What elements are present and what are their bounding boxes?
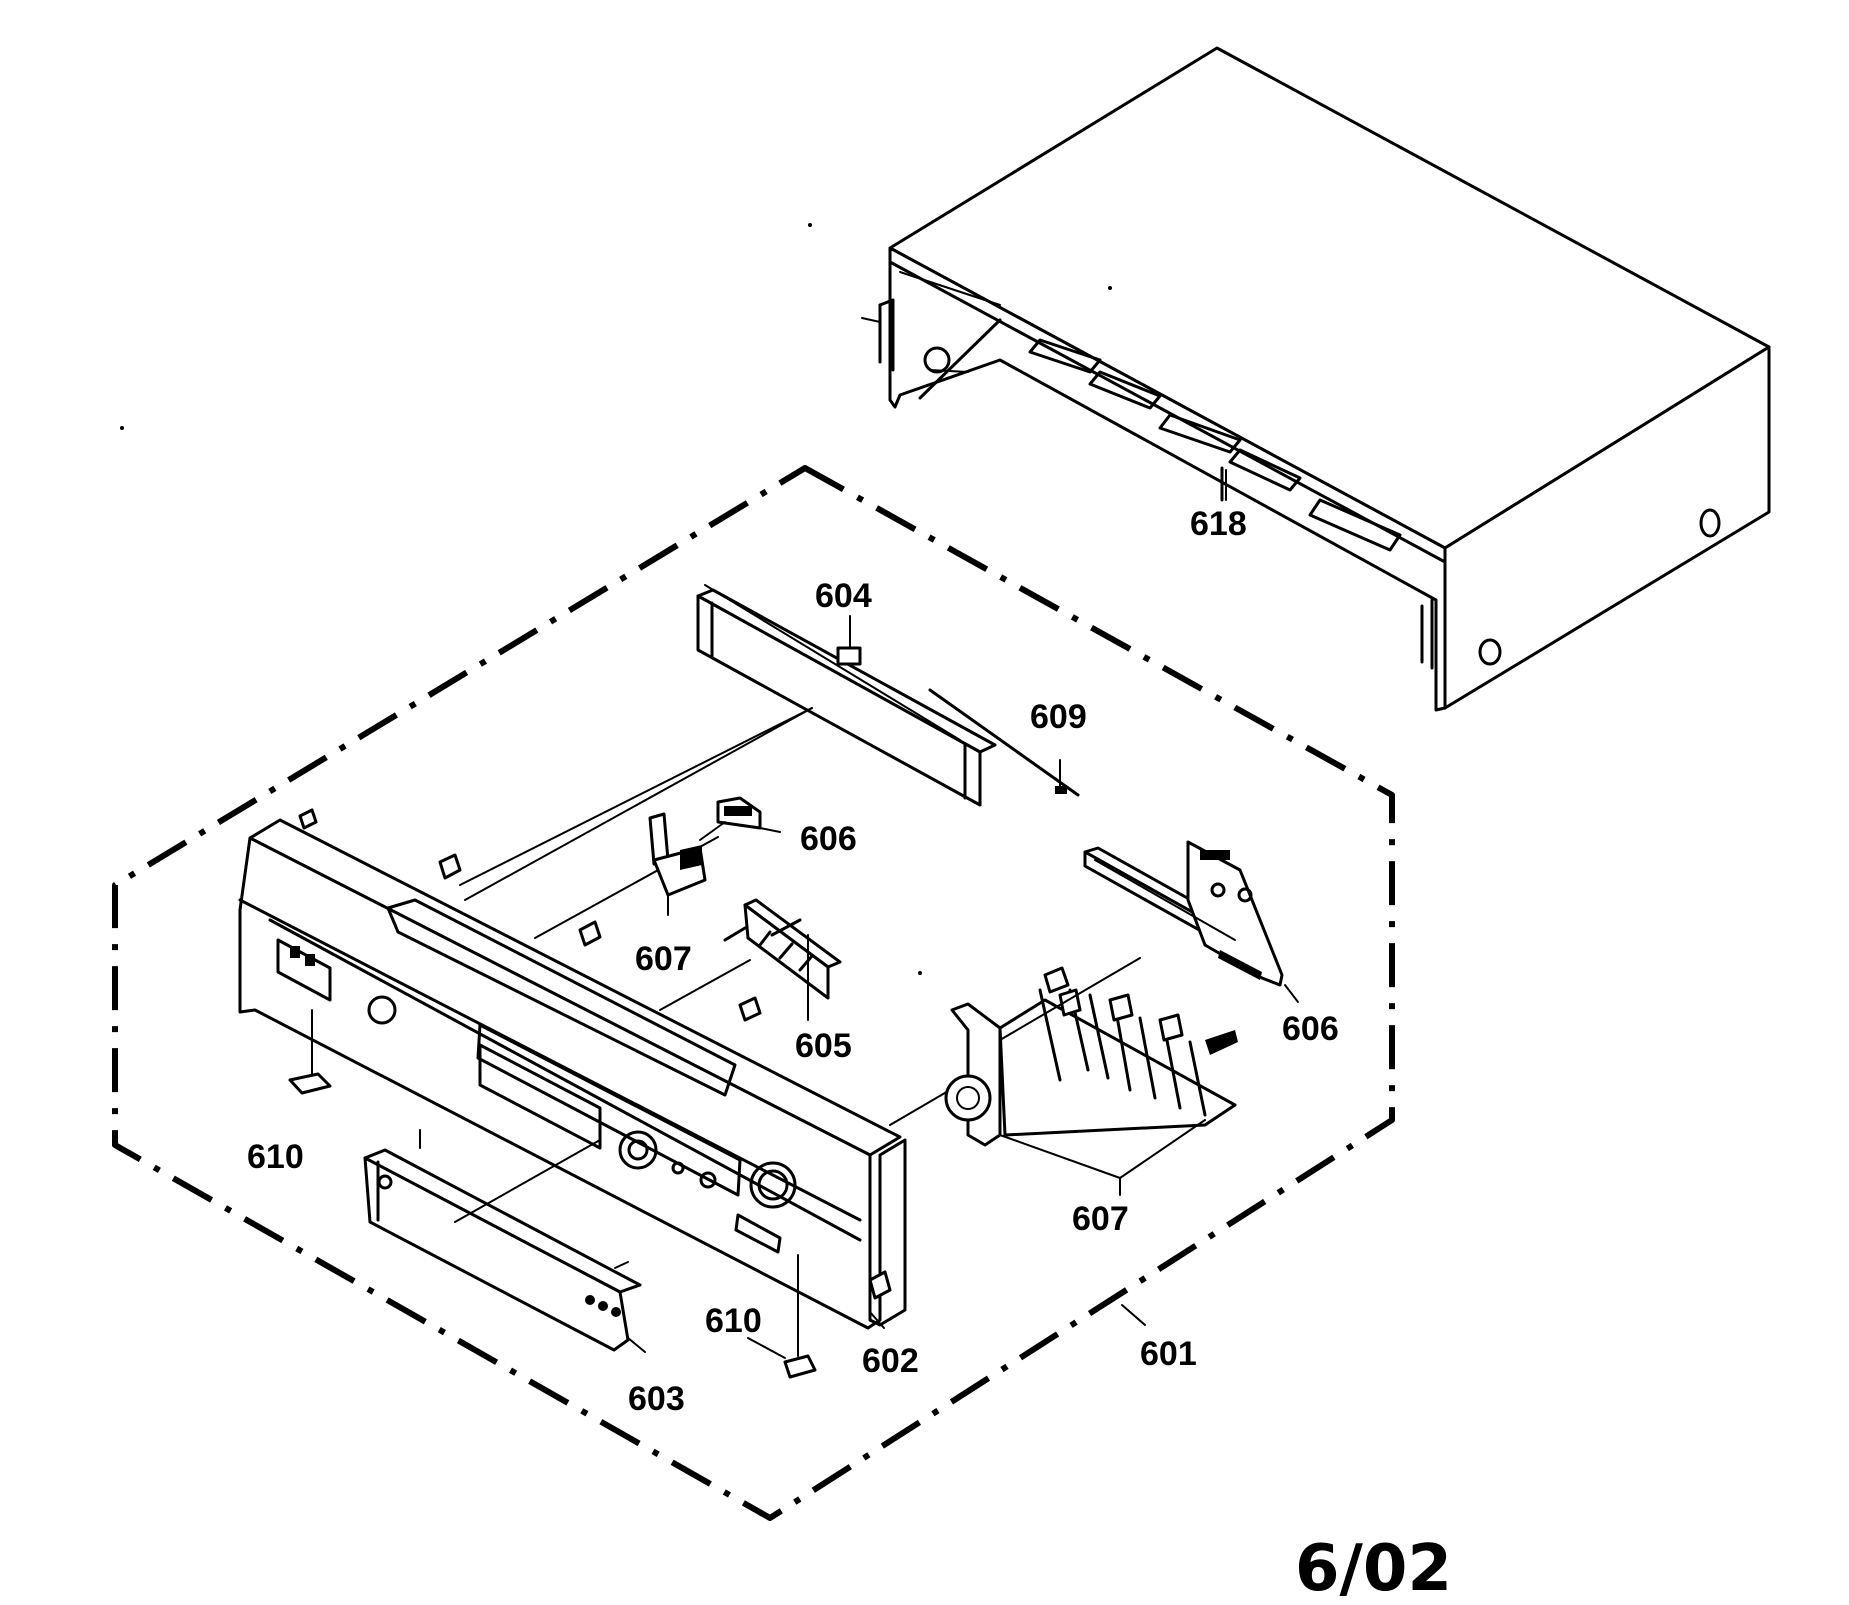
leader-603 <box>627 1337 646 1353</box>
lever-assembly-607-right <box>944 957 1238 1196</box>
speck <box>120 426 124 430</box>
label-607-left: 607 <box>635 940 692 978</box>
buttons-610-left <box>288 1009 332 1095</box>
label-607-right: 607 <box>1072 1200 1129 1238</box>
lever-607-left <box>648 812 707 916</box>
bracket-605 <box>723 898 842 1000</box>
label-609: 609 <box>1030 698 1087 736</box>
speck <box>918 971 922 975</box>
label-603: 603 <box>628 1380 685 1418</box>
label-606-right: 606 <box>1282 1010 1339 1048</box>
speck <box>808 223 812 227</box>
bottom-bezel-603 <box>363 1129 642 1352</box>
speck <box>1108 286 1112 290</box>
leader-606b <box>1284 984 1299 1003</box>
assembly-boundary-601 <box>112 465 1395 1521</box>
label-618: 618 <box>1190 505 1247 543</box>
date-code: 6/02 <box>1295 1532 1452 1605</box>
leader-610b <box>747 1337 786 1359</box>
switch-606-upper <box>699 796 781 841</box>
top-bracket-604 <box>464 584 1080 901</box>
label-602: 602 <box>862 1342 919 1380</box>
label-604: 604 <box>815 577 872 615</box>
label-605: 605 <box>795 1027 852 1065</box>
label-601: 601 <box>1140 1335 1197 1373</box>
circuit-board-606-right <box>1083 840 1284 987</box>
buttons-610-right <box>783 1254 817 1379</box>
label-610-right: 610 <box>705 1302 762 1340</box>
label-606-upper: 606 <box>800 820 857 858</box>
leader-601 <box>1121 1304 1146 1326</box>
leader-602 <box>869 1311 885 1329</box>
front-panel-602 <box>238 707 1011 1330</box>
label-610-left: 610 <box>247 1138 304 1176</box>
top-cover-618 <box>861 46 1771 712</box>
